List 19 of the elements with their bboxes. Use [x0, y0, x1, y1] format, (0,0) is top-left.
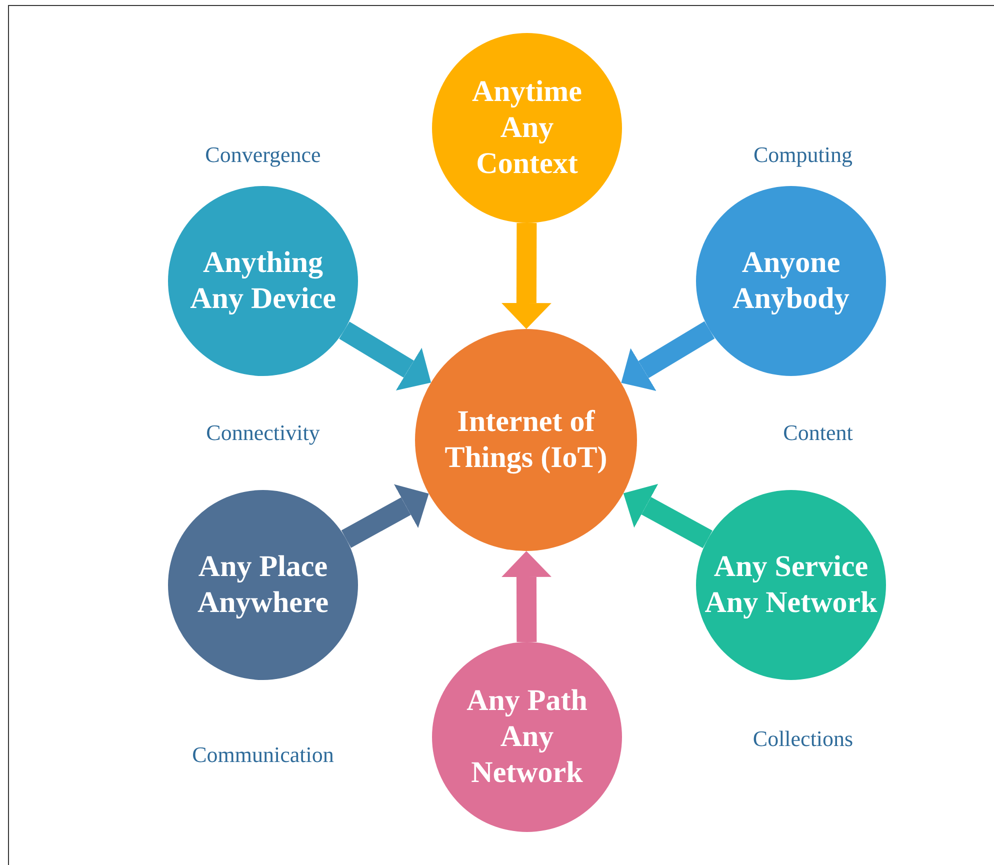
- side-label: Content: [783, 420, 853, 446]
- node-label: Any Path Any Network: [466, 683, 588, 791]
- side-label: Convergence: [205, 142, 321, 168]
- node-label: Any Service Any Network: [704, 549, 878, 621]
- node-label: Anyone Anybody: [732, 245, 850, 317]
- node-label: Anytime Any Context: [471, 74, 583, 182]
- node-label: Anything Any Device: [189, 245, 337, 317]
- block-arrow: [623, 484, 712, 548]
- side-label: Communication: [192, 742, 334, 768]
- block-arrow: [339, 322, 431, 391]
- block-arrow: [501, 551, 552, 642]
- node-label: Internet of Things (IoT): [444, 404, 608, 476]
- side-label: Collections: [752, 726, 854, 752]
- side-label: Connectivity: [206, 420, 320, 446]
- node-label: Any Place Anywhere: [196, 549, 330, 621]
- side-label: Computing: [754, 142, 852, 168]
- block-arrow: [501, 222, 552, 329]
- block-arrow: [621, 321, 715, 391]
- block-arrow: [341, 484, 429, 548]
